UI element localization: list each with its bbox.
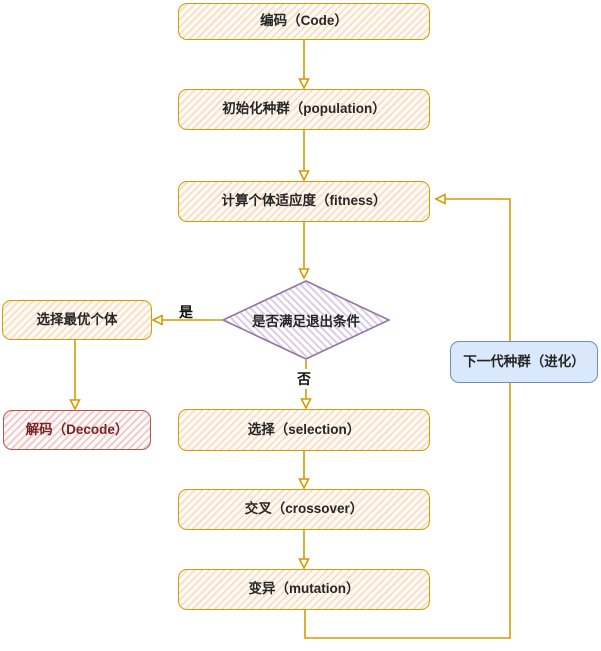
node-next-generation-label: 下一代种群（进化） — [463, 353, 585, 369]
edge-mutation-loop-to-fitness — [304, 193, 511, 639]
node-crossover: 交叉（crossover） — [178, 489, 430, 530]
node-best-individual-label: 选择最优个体 — [36, 311, 118, 327]
edge-label-yes: 是 — [179, 304, 193, 320]
edge-label-no: 否 — [294, 369, 314, 389]
edge-population-to-fitness — [298, 130, 310, 182]
node-best-individual: 选择最优个体 — [2, 300, 152, 340]
node-decode: 解码（Decode） — [3, 410, 151, 450]
edge-decision-to-best-yes — [151, 314, 222, 326]
node-fitness: 计算个体适应度（fitness） — [178, 181, 430, 222]
edge-code-to-population — [298, 40, 310, 90]
node-population: 初始化种群（population） — [178, 89, 430, 130]
node-selection-label: 选择（selection） — [247, 421, 361, 437]
decision-diamond-shape — [221, 280, 391, 360]
node-crossover-label: 交叉（crossover） — [244, 501, 364, 517]
node-mutation-label: 变异（mutation） — [248, 581, 360, 597]
node-fitness-label: 计算个体适应度（fitness） — [221, 193, 387, 209]
node-code: 编码（Code） — [178, 3, 430, 40]
node-decode-label: 解码（Decode） — [25, 421, 129, 437]
node-selection: 选择（selection） — [178, 409, 430, 451]
edge-crossover-to-mutation — [298, 530, 310, 570]
node-mutation: 变异（mutation） — [178, 569, 430, 610]
node-decision-label: 是否满足退出条件 — [252, 314, 360, 329]
edge-fitness-to-decision — [298, 222, 310, 280]
node-code-label: 编码（Code） — [260, 13, 348, 29]
edge-selection-to-crossover — [298, 451, 310, 490]
edge-best-to-decode — [69, 340, 81, 411]
node-decision: 是否满足退出条件 — [222, 281, 390, 359]
node-next-generation: 下一代种群（进化） — [450, 341, 598, 383]
node-population-label: 初始化种群（population） — [222, 101, 386, 117]
